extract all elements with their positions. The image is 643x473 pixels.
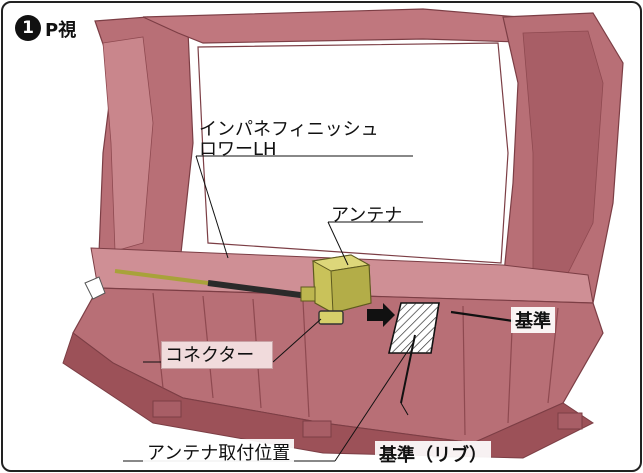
mount-position-area xyxy=(387,302,440,354)
reference-label: 基準 xyxy=(511,307,555,333)
direction-arrow xyxy=(367,303,395,327)
connector-label: コネクター xyxy=(165,345,255,366)
antenna-cable xyxy=(114,269,309,299)
panel-label-line1: インパネフィニッシュ xyxy=(199,119,379,140)
antenna-module xyxy=(300,254,372,314)
view-number-badge: 1 xyxy=(15,15,41,41)
panel-illustration xyxy=(62,8,624,462)
view-label: P視 xyxy=(45,20,77,41)
panel-label-line2: ロワーLH xyxy=(199,139,277,160)
antenna-label: アンテナ xyxy=(331,205,403,226)
instrument-panel-lower-lh xyxy=(62,8,624,459)
connector-label-box xyxy=(161,341,273,369)
mount-position-label: アンテナ取付位置 xyxy=(143,439,295,465)
connector xyxy=(318,310,344,325)
reference-rib-label: 基準（リブ） xyxy=(375,441,491,467)
